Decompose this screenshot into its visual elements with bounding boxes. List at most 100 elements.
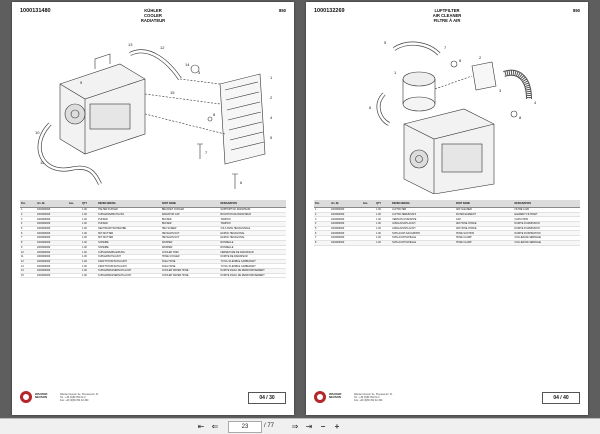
table-cell: 1.00 — [81, 263, 98, 269]
table-cell: 10 — [20, 249, 36, 255]
table-cell: CAP — [454, 216, 514, 223]
page-number-input[interactable]: 23 — [228, 421, 262, 433]
table-cell — [361, 221, 376, 227]
table-cell — [67, 235, 82, 241]
svg-text:4: 4 — [534, 100, 537, 105]
address-line: Fax: +49 (0)89 354 02-390 — [60, 399, 89, 402]
next-page-icon[interactable]: ⇒ — [291, 422, 299, 431]
title-line-de: KÜHLER — [144, 8, 162, 13]
table-cell: 2 — [20, 212, 36, 218]
table-cell: 1.00 — [81, 230, 98, 237]
svg-text:2: 2 — [270, 95, 273, 100]
table-cell: 1000000000 — [35, 207, 68, 213]
title-line-en: AIR CLEANER — [432, 13, 462, 18]
brand-line: NEUSON — [329, 395, 341, 400]
page-total: / 77 — [264, 423, 275, 429]
svg-text:3: 3 — [499, 88, 502, 93]
page-indicator: 04 / 30 — [248, 392, 286, 404]
page-footer: WACKER NEUSON Wacker Neuson Se, Preussen… — [314, 387, 580, 407]
table-cell: 1000000000 — [329, 207, 362, 213]
table-cell: SCHEIBE — [97, 245, 161, 251]
table-cell: KÜHLERVERKLEIDUNG — [97, 249, 161, 255]
table-cell: 1.00 — [81, 268, 98, 274]
page-indicator: 04 / 40 — [542, 392, 580, 404]
table-cell — [67, 230, 82, 237]
table-cell: 1.00 — [81, 259, 98, 265]
table-cell: SCHEIBE — [97, 240, 161, 246]
page-right: 1000132269 LUFTFILTER AIR CLEANER FILTRE… — [306, 2, 588, 415]
table-cell: 1.00 — [81, 273, 98, 279]
col-header: BEZEICHNUNG — [97, 200, 161, 208]
svg-text:13: 13 — [128, 42, 133, 47]
table-cell — [361, 207, 376, 213]
svg-text:1: 1 — [394, 70, 397, 75]
table-cell: SUPPORT DU RADIATEUR — [219, 207, 286, 213]
table-cell: 1.00 — [375, 230, 392, 237]
page-footer: WACKER NEUSON Wacker Neuson Se, Preussen… — [20, 387, 286, 407]
table-cell: 3 — [314, 216, 330, 223]
table-cell: KÜHLERSCHLAUCH — [97, 254, 161, 260]
svg-text:15: 15 — [170, 90, 175, 95]
table-cell: 1.00 — [81, 245, 98, 251]
table-cell: 1000000000 — [35, 273, 68, 279]
table-cell: 6KT-MUTTER — [97, 235, 161, 241]
table-cell: BUFFER — [160, 216, 220, 223]
table-cell — [361, 230, 376, 237]
table-cell: 1000000000 — [35, 254, 68, 260]
table-cell: 15 — [20, 273, 36, 279]
table-cell: DURITE D'EAU DE REFROIDISSEMENT — [219, 268, 286, 274]
brand-name: WACKER NEUSON — [35, 392, 48, 399]
table-cell: AIR CLEANER — [454, 207, 514, 213]
table-cell — [361, 216, 376, 223]
table-cell — [361, 240, 376, 246]
table-cell — [361, 212, 376, 218]
table-cell: 1.00 — [81, 235, 98, 241]
prev-page-icon[interactable]: ⇐ — [211, 422, 219, 431]
col-header: QTY — [375, 200, 392, 208]
col-header: QTY — [81, 200, 98, 208]
table-cell: DURITE DE RADIATEUR — [219, 254, 286, 260]
table-cell: ANSAUGSCHLAUCH — [391, 226, 455, 232]
table-cell: 1000000000 — [35, 245, 68, 251]
table-cell: 4 — [314, 221, 330, 227]
zoom-out-icon[interactable]: − — [320, 422, 326, 431]
svg-text:8: 8 — [213, 112, 216, 117]
table-cell: FUEL HOSE — [160, 263, 220, 269]
table-cell: KRAFTSTOFFSCHLAUCH — [97, 263, 161, 269]
brand-line: WACKER — [35, 392, 48, 396]
col-header: Art.-Nr. — [35, 200, 68, 208]
company-address: Wacker Neuson Se, Preussenstr. 41 Tel.: … — [354, 393, 434, 402]
table-cell: HEXAGON NUT — [160, 235, 220, 241]
title-line-fr: RADIATEUR — [140, 18, 166, 23]
table-cell: HEX SCREW — [160, 226, 220, 232]
table-cell: SCHLAUCHSCHELLE — [391, 240, 455, 246]
table-cell: 1000000000 — [35, 230, 68, 237]
table-cell: VERSCHLUSSKAPPE — [391, 216, 455, 223]
table-cell — [67, 268, 82, 274]
table-cell: ANSAUGSCHLAUCH — [391, 221, 455, 227]
table-cell: VIS A TETE HEXAGONALE — [219, 226, 286, 232]
table-cell: DURITE D'ADMISSION — [513, 226, 580, 232]
last-page-icon[interactable]: ⇥ — [305, 422, 313, 431]
table-cell — [361, 226, 376, 232]
document-viewer[interactable]: 1000131480 KÜHLER COOLER RADIATEUR 850 — [0, 0, 600, 418]
table-cell: 8 — [314, 240, 330, 246]
parts-table: Pos Art.-Nr. Ans. QTY BEZEICHNUNG PART N… — [20, 200, 286, 279]
table-cell: 1.00 — [375, 221, 392, 227]
svg-text:1: 1 — [270, 75, 273, 80]
brand-line: WACKER — [329, 392, 342, 396]
page-title: KÜHLER COOLER RADIATEUR — [12, 8, 294, 23]
first-page-icon[interactable]: ⇤ — [197, 422, 205, 431]
col-header: DESIGNATION — [513, 200, 580, 208]
table-header-row: Pos Art.-Nr. Ans. QTY BEZEICHNUNG PART N… — [20, 200, 286, 208]
zoom-in-icon[interactable]: + — [334, 422, 340, 431]
table-cell: COLLIER DE SERRAGE — [513, 240, 580, 246]
table-cell: 1000000000 — [35, 235, 68, 241]
